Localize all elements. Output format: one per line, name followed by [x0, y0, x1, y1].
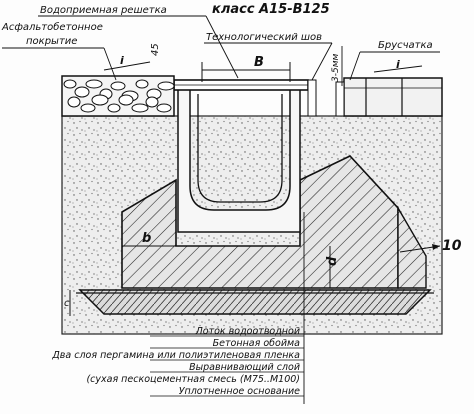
aggregate-stone: [80, 103, 96, 113]
legend-item: (сухая пескоцементная смесь (М75..М100): [86, 374, 300, 385]
channel-inner-wall: [197, 94, 283, 203]
asphalt-aggregate: [63, 79, 175, 113]
dim-B-label: B: [254, 55, 264, 70]
legend-item: Два слоя пергамина или полиэтиленовая пл…: [51, 350, 300, 361]
aggregate-stone: [110, 81, 126, 91]
dim-10-label: 10: [442, 238, 462, 254]
aggregate-stone: [67, 96, 81, 108]
aggregate-stone: [135, 79, 149, 89]
aggregate-stone: [131, 103, 149, 113]
dim-b-label: b: [142, 231, 151, 246]
slope-left-label: i: [120, 54, 124, 67]
dim-gap-label: 3-5мм: [331, 54, 341, 82]
aggregate-stone: [118, 94, 134, 106]
concrete-surround: [121, 155, 399, 289]
legend-item: Выравнивающий слой: [189, 362, 300, 373]
slope-right-label: i: [396, 58, 400, 71]
aggregate-stone: [156, 103, 172, 113]
aggregate-stone: [107, 103, 121, 113]
leveling-layer: [78, 289, 432, 315]
label-asphalt-1: Асфальтобетонное: [1, 21, 103, 33]
tech-seam-gap: [307, 79, 317, 117]
dim-d-label: d: [325, 256, 340, 266]
aggregate-stone: [145, 96, 159, 108]
label-grate: Водоприемная решетка: [40, 5, 167, 16]
legend-item: Бетонная обойма: [213, 338, 301, 349]
drain-channel: [177, 83, 301, 233]
dim-45-label: 45: [150, 43, 161, 56]
drawing-title: класс А15-В125: [212, 2, 330, 17]
label-tech-seam: Технологический шов: [206, 32, 322, 43]
legend-item: Лоток водоотводной: [195, 326, 300, 337]
legend-item: Уплотненное основание: [179, 386, 300, 397]
aggregate-stone: [63, 79, 77, 89]
aggregate-stone: [91, 94, 109, 106]
aggregate-stone: [157, 81, 175, 91]
aggregate-stone: [85, 79, 103, 89]
paving-stones: [343, 77, 443, 117]
aggregate-stone: [74, 86, 90, 98]
label-paving: Брусчатка: [378, 40, 433, 51]
concrete-shoulder: [397, 205, 427, 289]
label-asphalt-2: покрытие: [26, 36, 77, 47]
dim-c-label: c: [64, 298, 70, 309]
